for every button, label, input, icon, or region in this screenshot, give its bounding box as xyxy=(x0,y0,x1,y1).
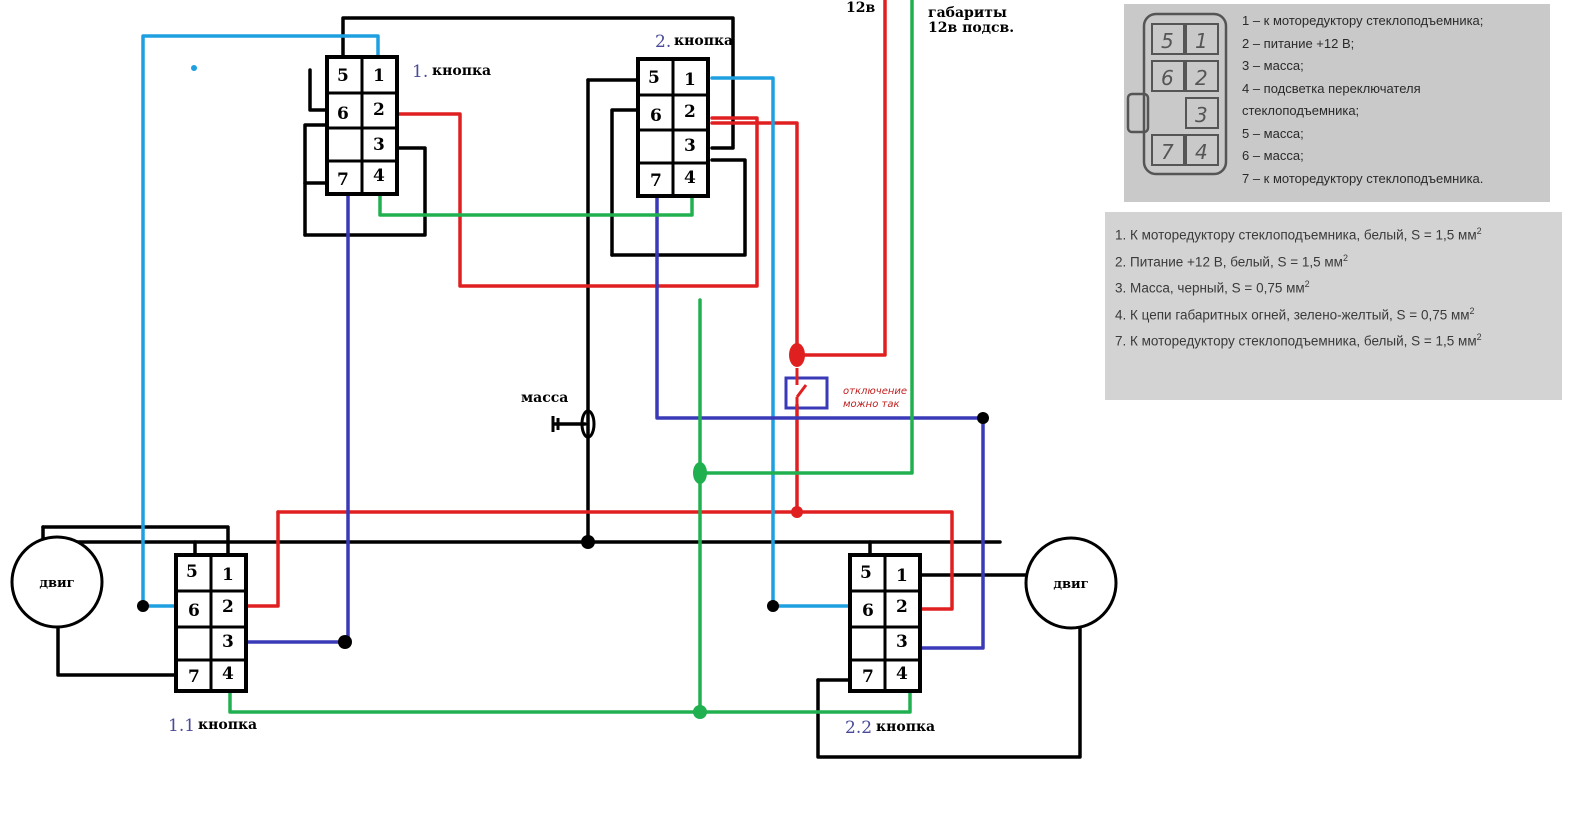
pin-label: 4 xyxy=(684,168,696,188)
pin-label: 3 xyxy=(896,632,908,652)
pin-label: 1 xyxy=(373,66,385,86)
label-massa: масса xyxy=(521,390,568,406)
button-2-number: 2. xyxy=(655,32,671,52)
pin-label: 1 xyxy=(684,70,696,90)
connector-button-2: 5 1 6 2 3 7 4 xyxy=(636,57,710,198)
legend-pin: 1 xyxy=(1195,29,1208,53)
wire-legend-panel: 1. К моторедуктору стеклоподъемника, бел… xyxy=(1105,212,1562,400)
pin-label: 7 xyxy=(337,170,349,190)
wire-legend-item: 1. К моторедуктору стеклоподъемника, бел… xyxy=(1115,220,1555,247)
legend-line: 3 – масса; xyxy=(1242,58,1304,73)
pin-label: 2 xyxy=(896,597,908,617)
pin-label: 2 xyxy=(222,597,234,617)
wire-legend-sup: 2 xyxy=(1469,305,1475,316)
ground-wires xyxy=(41,16,1082,759)
legend-line: 5 – масса; xyxy=(1242,125,1304,141)
pin-label: 4 xyxy=(222,664,234,684)
connector-legend-panel: 5 1 6 2 3 7 4 1 – к моторедуктору стекло… xyxy=(1124,4,1550,202)
pin-label: 4 xyxy=(896,664,908,684)
green-wires xyxy=(228,0,914,714)
button-2-2-number: 2.2 xyxy=(845,718,872,738)
pin-label: 1 xyxy=(896,566,908,586)
pin-label: 2 xyxy=(684,102,696,122)
light-blue-wires xyxy=(141,34,852,608)
pin-label: 6 xyxy=(188,601,200,621)
pin-label: 5 xyxy=(648,68,660,88)
connector-button-1: 5 1 6 2 3 7 4 xyxy=(325,55,399,196)
power-wires xyxy=(244,0,954,611)
switch-note-1: отключение xyxy=(843,386,907,397)
motor-left: двиг xyxy=(10,535,104,629)
wire-legend-text-2: 2. Питание +12 В, белый, S = 1,5 мм xyxy=(1115,254,1343,269)
wire-legend-text-5: 7. К моторедуктору стеклоподъемника, бел… xyxy=(1115,333,1477,349)
legend-line: 6 – масса; xyxy=(1242,148,1304,163)
wire-legend-sup: 2 xyxy=(1476,332,1482,342)
pin-label: 5 xyxy=(337,66,349,86)
label-gabarity: габариты xyxy=(928,5,1007,21)
legend-line: стеклоподъемника; xyxy=(1242,103,1360,118)
legend-line: 7 – к моторедуктору стеклоподъемника. xyxy=(1242,170,1484,186)
wire-legend-item: 4. К цепи габаритных огней, зелено-желты… xyxy=(1115,300,1555,327)
motor-left-label: двиг xyxy=(39,576,74,591)
wire-legend-item: 7. К моторедуктору стеклоподъемника, бел… xyxy=(1115,326,1555,353)
pin-label: 7 xyxy=(862,667,874,687)
motor-right: двиг xyxy=(1024,536,1118,630)
switch-note-2: можно так xyxy=(843,399,900,410)
legend-pin: 2 xyxy=(1195,66,1208,90)
pin-label: 7 xyxy=(650,171,662,191)
connector-diagram-icon: 5 1 6 2 3 7 4 xyxy=(1126,12,1228,176)
connector-button-1-1: 5 1 6 2 3 7 4 xyxy=(174,553,248,693)
legend-line: 2 – питание +12 В; xyxy=(1242,35,1355,51)
pin-label: 6 xyxy=(862,601,874,621)
pin-label: 2 xyxy=(373,100,385,120)
pin-label: 6 xyxy=(337,104,349,124)
legend-line: 4 – подсветка переключателя xyxy=(1242,80,1421,96)
pin-label: 1 xyxy=(222,565,234,585)
junction-dots xyxy=(137,65,989,719)
connector-legend-text: 1 – к моторедуктору стеклоподъемника; 2 … xyxy=(1242,10,1483,190)
button-1-1-number: 1.1 xyxy=(168,716,195,736)
button-2-label: кнопка xyxy=(674,33,733,49)
button-1-number: 1. xyxy=(412,62,428,82)
pin-label: 4 xyxy=(373,166,385,186)
pin-label: 6 xyxy=(650,106,662,126)
switch-symbol xyxy=(784,368,829,410)
motor-right-label: двиг xyxy=(1053,577,1088,592)
ground-symbol xyxy=(551,409,596,439)
wire-legend-text-4: 4. К цепи габаритных огней, зелено-желты… xyxy=(1115,307,1470,322)
wire-legend-sup: 2 xyxy=(1304,279,1310,289)
label-12v: 12в xyxy=(846,0,875,16)
pin-label: 5 xyxy=(186,562,198,582)
wire-legend-text-3: 3. Масса, черный, S = 0,75 мм xyxy=(1115,280,1305,296)
wire-legend-item: 2. Питание +12 В, белый, S = 1,5 мм2 xyxy=(1115,247,1555,274)
pin-label: 7 xyxy=(188,667,200,687)
connector-button-2-2: 5 1 6 2 3 7 4 xyxy=(848,553,922,693)
legend-pin: 6 xyxy=(1161,66,1174,90)
wire-legend-item: 3. Масса, черный, S = 0,75 мм2 xyxy=(1115,273,1555,300)
pin-label: 3 xyxy=(684,136,696,156)
button-1-1-label: кнопка xyxy=(198,717,257,733)
wire-legend-text: 1. К моторедуктору стеклоподъемника, бел… xyxy=(1115,220,1555,353)
button-2-2-label: кнопка xyxy=(876,719,935,735)
legend-line: 1 – к моторедуктору стеклоподъемника; xyxy=(1242,13,1484,28)
wire-legend-text-1: 1. К моторедуктору стеклоподъемника, бел… xyxy=(1115,227,1477,243)
legend-pin: 7 xyxy=(1161,140,1174,164)
button-1-label: кнопка xyxy=(432,63,491,79)
legend-pin: 3 xyxy=(1195,103,1208,127)
wire-legend-sup: 2 xyxy=(1342,252,1348,263)
wire-legend-sup: 2 xyxy=(1476,226,1482,236)
pin-label: 3 xyxy=(373,135,385,155)
legend-pin: 5 xyxy=(1161,29,1174,53)
label-12v-podsv: 12в подсв. xyxy=(928,20,1014,36)
pin-label: 3 xyxy=(222,632,234,652)
legend-pin: 4 xyxy=(1195,140,1208,164)
pin-label: 5 xyxy=(860,563,872,583)
